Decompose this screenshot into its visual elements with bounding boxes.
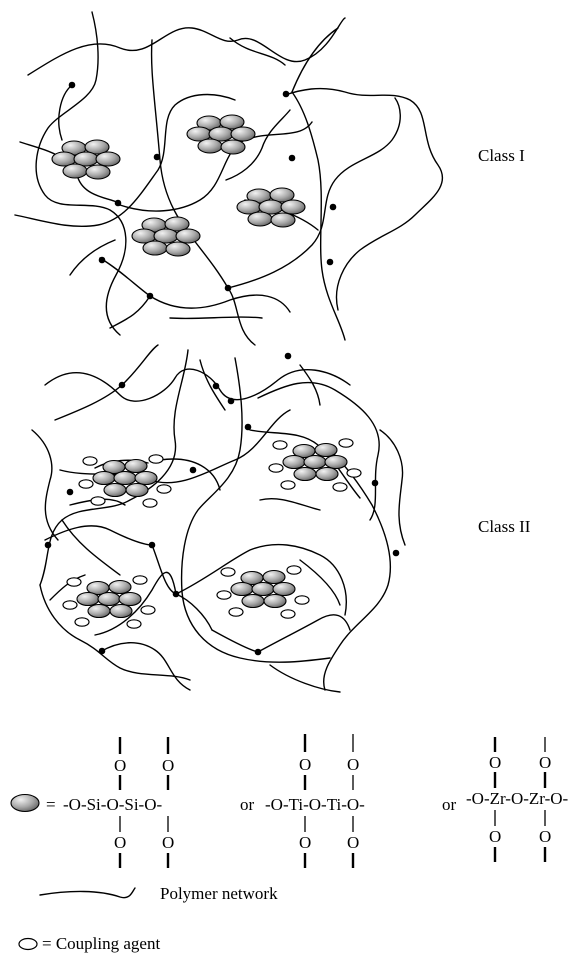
ti-o-bottom-1: O	[299, 833, 311, 852]
oxide-cluster	[131, 216, 201, 257]
zr-o-bottom-2: O	[539, 827, 551, 846]
coupled-oxide-cluster	[268, 438, 362, 492]
coupled-clusters-class-2	[62, 438, 362, 629]
coupled-oxide-cluster	[78, 454, 172, 508]
zr-o-top-1: O	[489, 753, 501, 772]
oxide-clusters-class-1	[51, 114, 306, 257]
formula-ti: O O -O-Ti-O-Ti-O- O O	[265, 734, 365, 868]
polymer-network-class-2	[31, 344, 406, 693]
ti-o-top-2: O	[347, 755, 359, 774]
formula-zr: O O -O-Zr-O-Zr-O- O O	[466, 737, 569, 862]
si-o-top-1: O	[114, 756, 126, 775]
oxide-particle-icon	[10, 793, 40, 813]
ti-o-bottom-2: O	[347, 833, 359, 852]
ti-chain: -O-Ti-O-Ti-O-	[265, 795, 365, 814]
legend-polymer-network: Polymer network	[160, 884, 278, 903]
coupled-oxide-cluster	[216, 565, 310, 619]
zr-o-bottom-1: O	[489, 827, 501, 846]
class-1-diagram: Class I	[14, 11, 525, 346]
polymer-network-class-1	[14, 11, 444, 346]
legend: = O O -O-Si-O-Si-O- O O or O O -O-Ti	[10, 734, 569, 953]
si-chain: -O-Si-O-Si-O-	[63, 795, 162, 814]
junction-nodes-class-1	[68, 81, 337, 300]
ti-o-top-1: O	[299, 755, 311, 774]
class-2-diagram: Class II	[31, 344, 531, 693]
legend-or-1: or	[240, 795, 255, 814]
coupling-agent-icon	[18, 937, 38, 951]
zr-o-top-2: O	[539, 753, 551, 772]
si-o-top-2: O	[162, 756, 174, 775]
class-2-label: Class II	[478, 517, 531, 536]
legend-coupling-agent: = Coupling agent	[42, 934, 160, 953]
formula-si: O O -O-Si-O-Si-O- O O	[63, 737, 174, 868]
si-o-bottom-2: O	[162, 833, 174, 852]
oxide-cluster	[236, 187, 306, 228]
legend-or-2: or	[442, 795, 457, 814]
polymer-network-line-icon	[39, 887, 136, 899]
oxide-cluster	[51, 139, 121, 180]
si-o-bottom-1: O	[114, 833, 126, 852]
oxide-cluster	[186, 114, 256, 155]
coupled-oxide-cluster	[62, 575, 156, 629]
class-1-label: Class I	[478, 146, 525, 165]
junction-nodes-class-2	[44, 352, 400, 656]
legend-equals: =	[46, 795, 56, 814]
zr-chain: -O-Zr-O-Zr-O-	[466, 789, 569, 808]
